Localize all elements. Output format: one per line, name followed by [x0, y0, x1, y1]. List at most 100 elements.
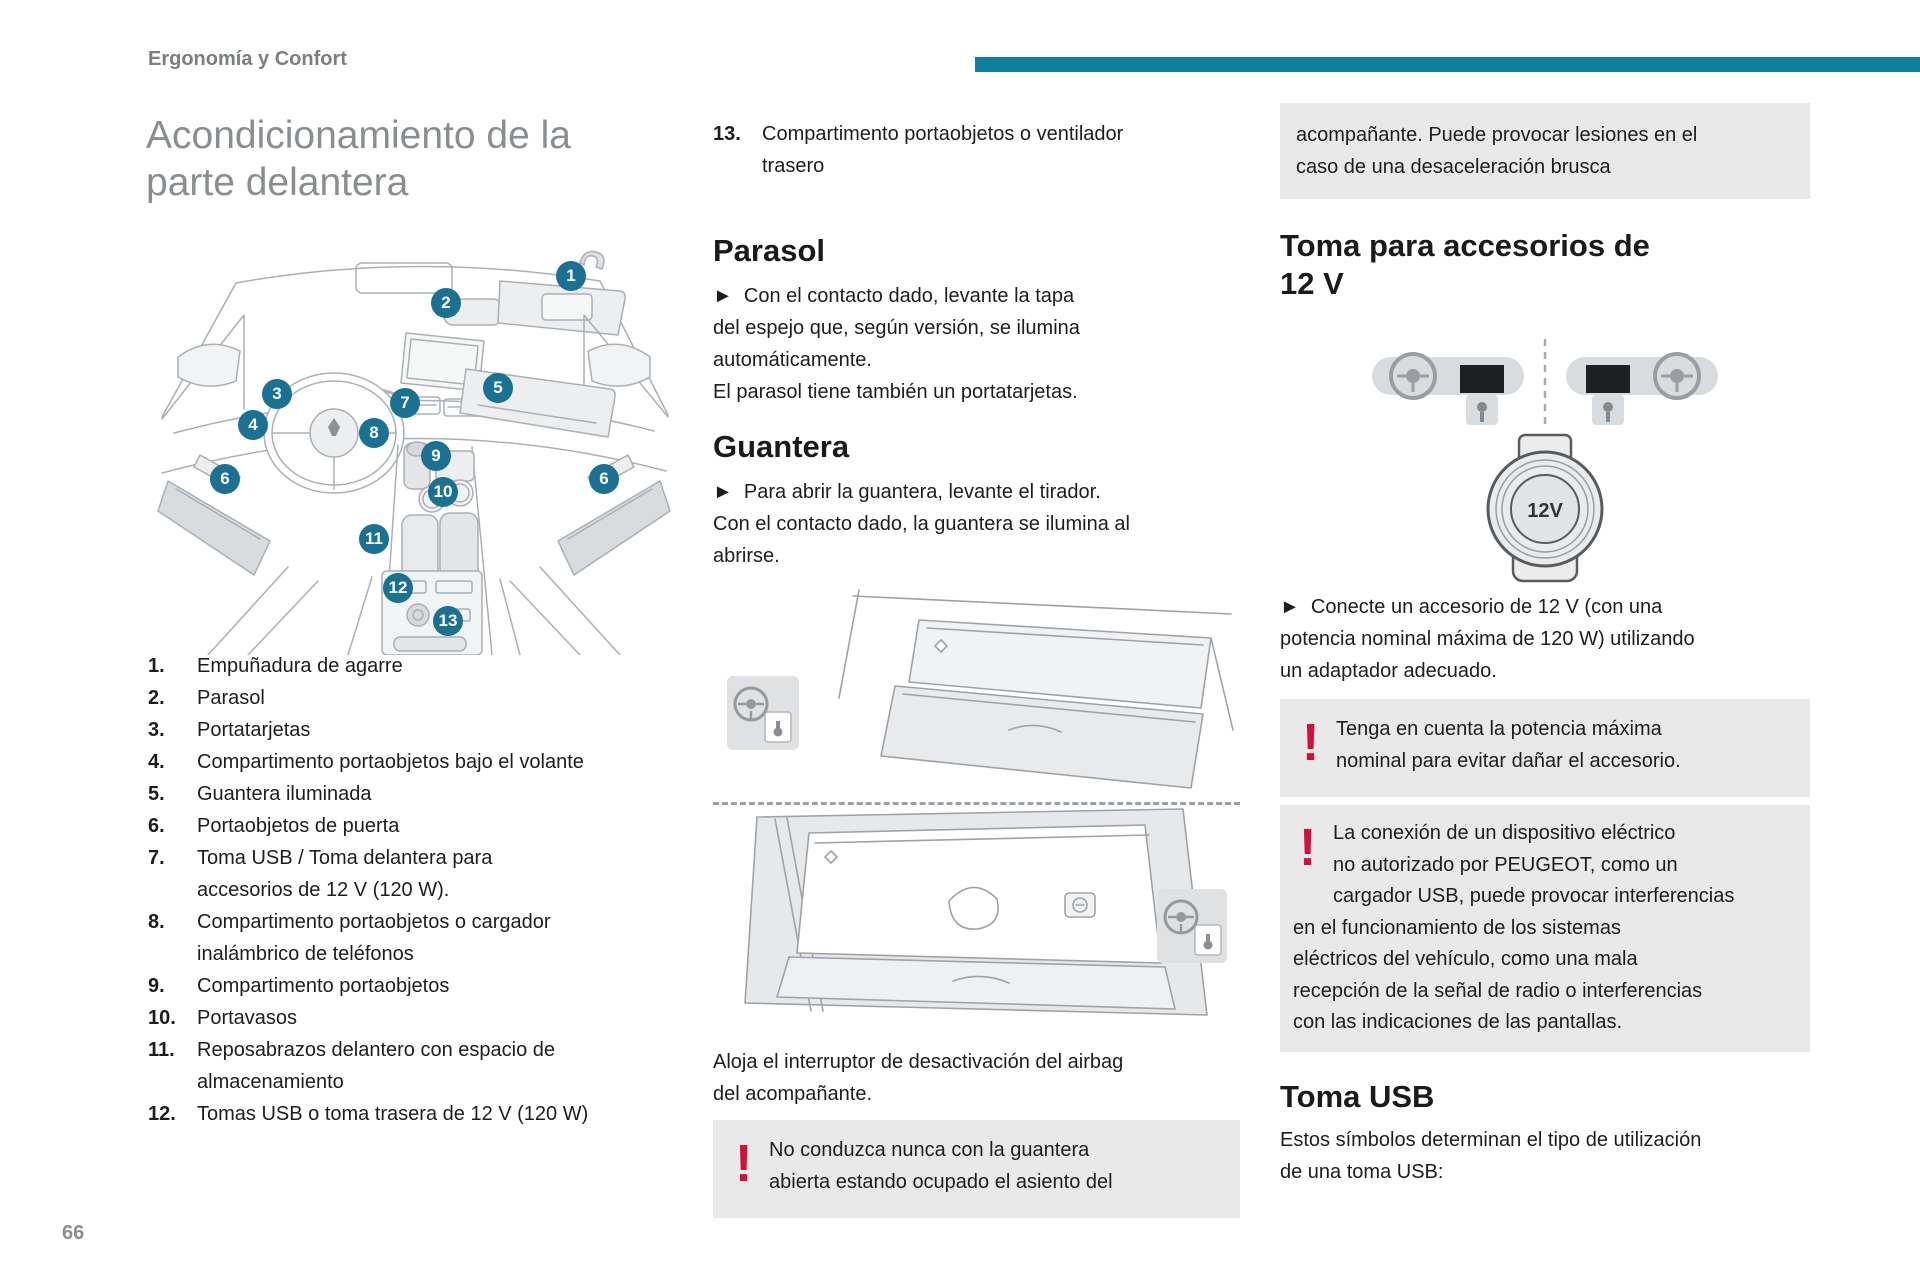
callout-9: 9	[421, 441, 451, 471]
section-heading-usb: Toma USB	[1280, 1078, 1435, 1114]
chapter-header: Ergonomía y Confort	[148, 48, 347, 70]
socket-label: 12V	[1527, 500, 1563, 522]
callout-11: 11	[359, 524, 389, 554]
item-text: Toma USB / Toma delantera para accesorio…	[197, 847, 493, 901]
item-text: Compartimento portaobjetos	[197, 975, 450, 997]
item-number: 12.	[148, 1103, 176, 1125]
glovebox-open-figure	[713, 580, 1240, 802]
item-number: 7.	[148, 847, 165, 869]
callout-12: 12	[383, 573, 413, 603]
rhd-pictogram	[1566, 352, 1718, 425]
list-item: 3. Portatarjetas	[148, 714, 708, 746]
item-number: 3.	[148, 719, 165, 741]
right-mirror-icon	[587, 343, 651, 387]
callout-8: 8	[359, 418, 389, 448]
item-number: 4.	[148, 751, 165, 773]
callout-6: 6	[210, 464, 240, 494]
item-number: 8.	[148, 911, 165, 933]
warning-text: Tenga en cuenta la potencia máxima nomin…	[1336, 718, 1681, 772]
item-text: Guantera iluminada	[197, 783, 372, 805]
item-number: 1.	[148, 655, 165, 677]
warning-box-power: ! Tenga en cuenta la potencia máxima nom…	[1280, 699, 1810, 797]
grab-handle-icon	[579, 250, 605, 270]
item-text: Portatarjetas	[197, 719, 311, 741]
warning-continuation-box: acompañante. Puede provocar lesiones en …	[1280, 103, 1810, 199]
item-number: 2.	[148, 687, 165, 709]
list-item-13: 13. Compartimento portaobjetos o ventila…	[713, 118, 1240, 182]
page-number: 66	[62, 1222, 85, 1244]
right-door-pocket-icon	[557, 480, 671, 576]
callout-13: 13	[433, 606, 463, 636]
warning-box-glovebox: ! No conduzca nunca con la guantera abie…	[713, 1120, 1240, 1218]
item-number: 6.	[148, 815, 165, 837]
guantera-paragraph: ► Para abrir la guantera, levante el tir…	[713, 481, 1130, 567]
callout-6: 6	[589, 464, 619, 494]
steering-wheel-icon	[733, 686, 769, 722]
item-number: 11.	[148, 1039, 175, 1061]
item-text: Empuñadura de agarre	[197, 655, 403, 677]
callout-1: 1	[556, 261, 586, 291]
item-text: Compartimento portaobjetos bajo el volan…	[197, 751, 584, 773]
parasol-paragraph-2: El parasol tiene también un portatarjeta…	[713, 381, 1078, 403]
list-item: 1. Empuñadura de agarre	[148, 650, 708, 682]
socket-location-marker	[1460, 365, 1504, 393]
socket-marker-icon	[773, 727, 783, 737]
list-item: 7. Toma USB / Toma delantera para accesor…	[148, 842, 708, 906]
list-item: 12. Tomas USB o toma trasera de 12 V (120…	[148, 1098, 708, 1130]
callout-3: 3	[262, 379, 292, 409]
callout-10: 10	[428, 477, 458, 507]
list-item: 11. Reposabrazos delantero con espacio de…	[148, 1034, 708, 1098]
warning-text: No conduzca nunca con la guantera abiert…	[769, 1139, 1113, 1193]
dashed-divider	[713, 802, 1240, 805]
section-heading-parasol: Parasol	[713, 233, 826, 268]
item-text: Tomas USB o toma trasera de 12 V (120 W)	[197, 1103, 589, 1125]
socket-marker-icon	[1603, 402, 1613, 412]
usb-paragraph: Estos símbolos determinan el tipo de uti…	[1280, 1128, 1702, 1183]
list-item: 9. Compartimento portaobjetos	[148, 970, 708, 1002]
item-text: Reposabrazos delantero con espacio de al…	[197, 1039, 556, 1093]
item-number: 5.	[148, 783, 165, 805]
parts-list: 1. Empuñadura de agarre 2. Parasol 3. Portata…	[148, 650, 708, 1130]
steering-wheel-icon	[263, 372, 405, 494]
list-item: 6. Portaobjetos de puerta	[148, 810, 708, 842]
socket-figure: 12V	[1280, 433, 1810, 585]
item-text: Portaobjetos de puerta	[197, 815, 400, 837]
callout-2: 2	[431, 288, 461, 318]
section-heading-12v: Toma para accesorios de 12 V	[1280, 228, 1650, 301]
airbag-note: Aloja el interruptor de desactivación de…	[713, 1051, 1124, 1105]
glovebox-switch-figure	[713, 805, 1240, 1030]
middle-column: 13. Compartimento portaobjetos o ventila…	[713, 118, 1240, 1218]
12v-socket-icon: 12V	[1486, 433, 1604, 583]
list-item: 5. Guantera iluminada	[148, 778, 708, 810]
left-mirror-icon	[177, 343, 241, 387]
left-door-pocket-icon	[157, 480, 271, 576]
warning-icon: !	[1299, 819, 1317, 877]
lhd-pictogram	[1372, 352, 1524, 425]
glovebox-lid-icon	[880, 685, 1204, 789]
list-item: 4. Compartimento portaobjetos bajo el vol…	[148, 746, 708, 778]
position-pictogram	[1157, 889, 1227, 963]
right-column: acompañante. Puede provocar lesiones en …	[1280, 103, 1810, 1188]
overhead-console	[355, 262, 453, 294]
warning-box-devices: ! La conexión de un dispositivo eléctric…	[1280, 805, 1810, 1052]
list-item: 8.Compartimento portaobjetos o cargador …	[148, 906, 708, 970]
callout-7: 7	[390, 388, 420, 418]
section-heading-guantera: Guantera	[713, 429, 850, 464]
item-number: 9.	[148, 975, 165, 997]
item-number: 10.	[148, 1007, 176, 1029]
socket-location-marker	[1586, 365, 1630, 393]
callout-4: 4	[238, 410, 268, 440]
parasol-paragraph: ► Con el contacto dado, levante la tapa …	[713, 285, 1080, 371]
warning-icon: !	[1302, 714, 1320, 772]
dashboard-line-art	[157, 250, 671, 655]
socket-marker-icon	[1477, 402, 1487, 412]
connect-paragraph: ► Conecte un accesorio de 12 V (con una …	[1280, 596, 1695, 682]
item-text: Parasol	[197, 687, 265, 709]
teal-rule	[975, 57, 1920, 72]
list-item: 10.Portavasos	[148, 1002, 708, 1034]
steering-wheel-icon	[1163, 899, 1199, 935]
callout-5: 5	[483, 373, 513, 403]
warning-text: La conexión de un dispositivo eléctrico …	[1293, 822, 1735, 1033]
